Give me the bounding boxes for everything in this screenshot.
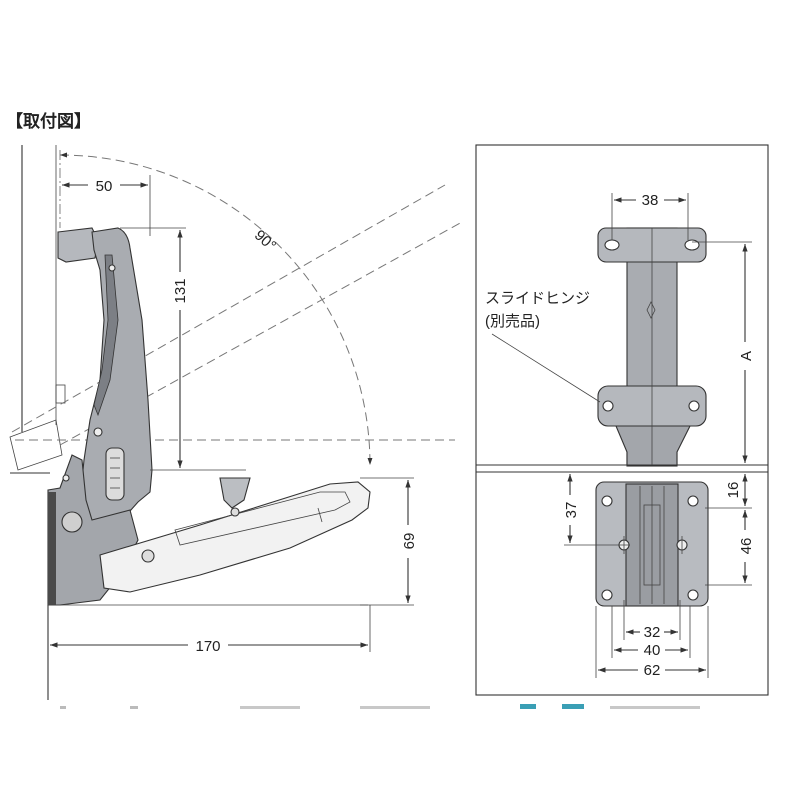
caption-fragment <box>360 706 430 709</box>
dim-38: 38 <box>642 192 659 209</box>
cutoff-caption <box>60 704 700 709</box>
mounting-hole <box>604 239 620 251</box>
caption-fragment <box>130 706 138 709</box>
door-bracket <box>57 227 99 263</box>
caption-mark <box>520 704 536 709</box>
lift-arm-slot <box>174 491 351 546</box>
leader-line <box>491 333 601 403</box>
dim-37: 37 <box>563 502 580 519</box>
block-hole <box>601 589 613 601</box>
front-view-frame <box>475 144 769 696</box>
housing-screw <box>62 474 70 482</box>
arm-groove <box>93 254 119 417</box>
dim-69: 69 <box>401 533 418 550</box>
block-hole <box>601 495 613 507</box>
caption-mark <box>562 704 584 709</box>
hinge-screw <box>646 301 656 319</box>
arm-pin <box>93 427 103 437</box>
caption-fragment <box>60 706 66 709</box>
arm-screw <box>108 264 116 272</box>
door-cap <box>55 384 66 404</box>
angle-label: 90° <box>251 227 279 255</box>
door-mid-dashed-a <box>11 184 446 433</box>
dim-16: 16 <box>725 482 742 499</box>
lift-arm-tab <box>317 507 323 523</box>
hinge-neck <box>615 425 691 466</box>
dim-46: 46 <box>738 538 755 555</box>
mounting-hole <box>602 400 614 412</box>
front-view: スライドヒンジ (別売品) 38 A 16 46 37 <box>475 144 769 696</box>
mounting-hole <box>684 239 700 251</box>
block-hole <box>687 589 699 601</box>
dim-32: 32 <box>644 624 661 641</box>
side-view: 90° 50 131 <box>9 145 463 700</box>
lift-arm-pin <box>230 507 240 517</box>
dim-a: A <box>738 351 755 361</box>
block-hole <box>687 495 699 507</box>
caption-fragment <box>240 706 300 709</box>
dim-40: 40 <box>644 642 661 659</box>
dim-50: 50 <box>96 178 113 195</box>
housing-strip <box>48 492 56 605</box>
door-edge-closed <box>9 419 63 471</box>
mounting-hole <box>688 400 700 412</box>
flap-bracket <box>219 477 251 509</box>
dim-170: 170 <box>195 638 220 655</box>
dim-62: 62 <box>644 662 661 679</box>
lift-arm-pivot <box>141 549 155 563</box>
lift-arm <box>99 481 371 593</box>
dim-131: 131 <box>172 278 189 303</box>
housing-pivot <box>61 511 83 533</box>
part-label: スライドヒンジ <box>485 290 590 307</box>
block-insert <box>643 504 661 586</box>
part-note: (別売品) <box>485 313 540 330</box>
adjust-dial <box>105 447 125 501</box>
caption-fragment <box>610 706 700 709</box>
diagram-title: 【取付図】 <box>6 111 91 131</box>
rotation-arc <box>59 152 373 466</box>
